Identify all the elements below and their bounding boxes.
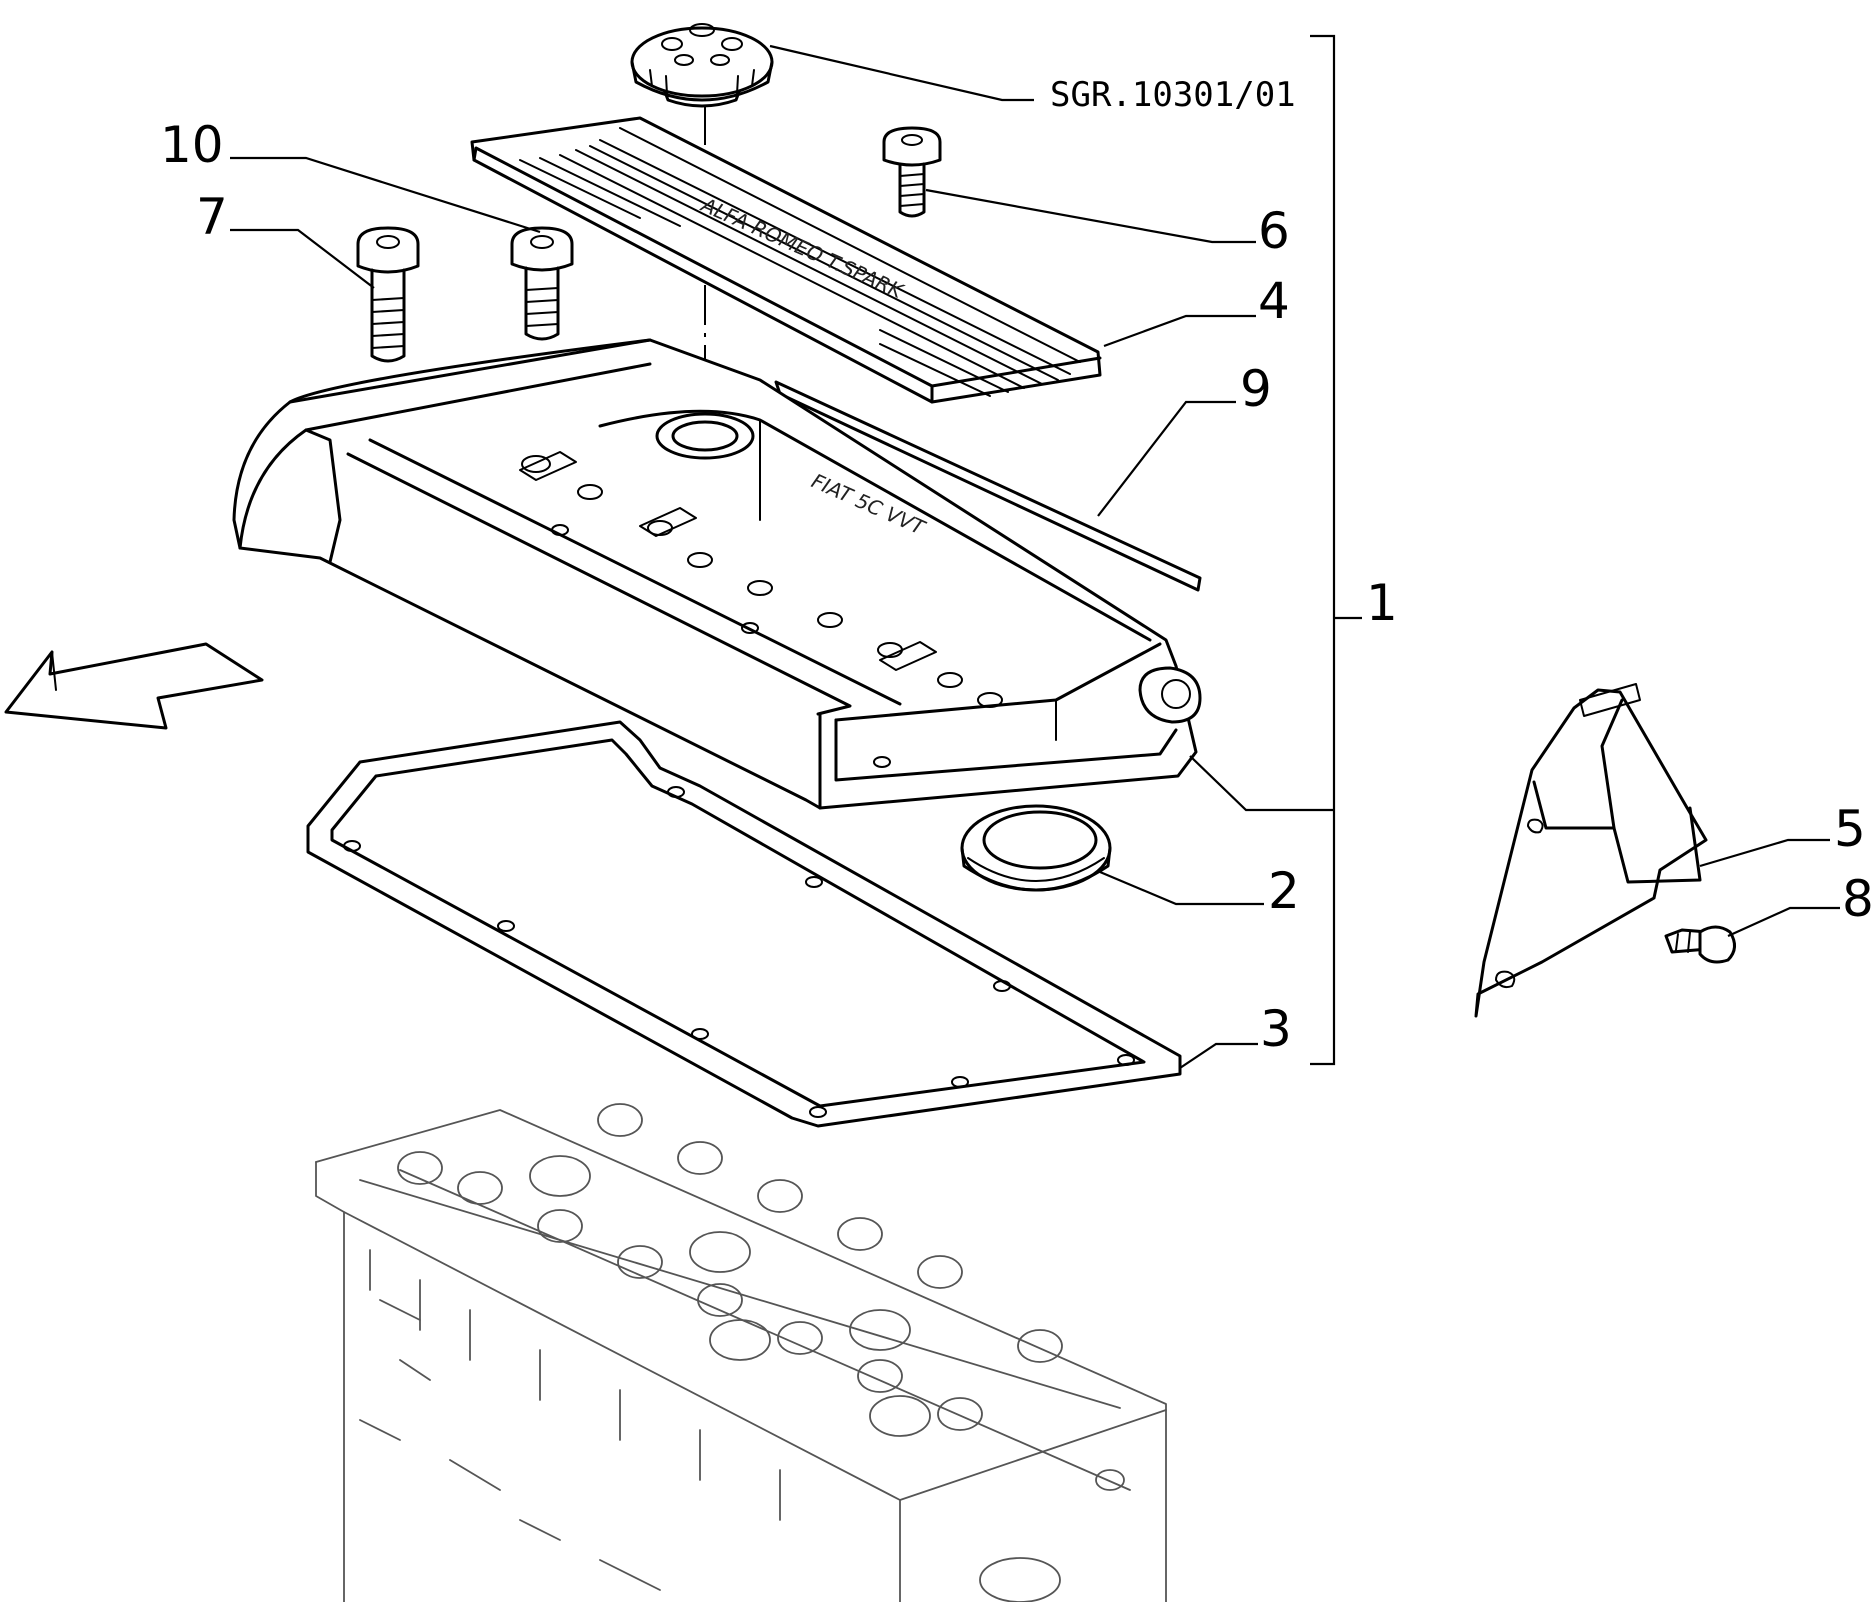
callout-2: 2 [1268, 862, 1300, 920]
bracket-5 [1474, 683, 1708, 1018]
callout-8: 8 [1842, 870, 1872, 928]
direction-arrow [4, 642, 264, 730]
oil-filler-cap [630, 23, 774, 108]
screw-10 [510, 226, 574, 341]
callout-5: 5 [1834, 800, 1866, 858]
leader-2 [1099, 870, 1264, 906]
callout-7: 7 [196, 188, 228, 246]
leader-9 [1097, 400, 1236, 517]
oil-seal-ring-2 [960, 804, 1112, 892]
leader-8 [1727, 906, 1840, 938]
leader-5 [1699, 838, 1830, 868]
drawing-reference: SGR.10301/01 [1050, 75, 1296, 115]
leader-7 [230, 228, 375, 289]
valve-cover: FIAT 5C VVT [232, 338, 1202, 810]
cylinder-head [315, 1103, 1167, 1602]
screw-7 [356, 226, 420, 363]
callout-3: 3 [1260, 1000, 1292, 1058]
assembly-bracket-1 [1310, 34, 1336, 1066]
callout-9: 9 [1240, 360, 1272, 418]
callout-10: 10 [160, 116, 224, 174]
leader-sgr [769, 44, 1034, 102]
screw-6 [882, 126, 942, 218]
leader-10 [230, 156, 541, 234]
seal-strip-9 [774, 380, 1202, 592]
callout-4: 4 [1258, 272, 1290, 330]
bolt-8 [1664, 925, 1736, 964]
decorative-cover-plate: ALFA ROMEO T.SPARK [470, 116, 1102, 404]
callout-1: 1 [1366, 574, 1398, 632]
leader-1 [1189, 755, 1334, 812]
callout-6: 6 [1258, 202, 1290, 260]
leader-4 [1103, 314, 1256, 348]
leader-3 [1179, 1042, 1258, 1069]
cover-gasket-3 [306, 720, 1182, 1128]
leader-6 [925, 188, 1256, 244]
